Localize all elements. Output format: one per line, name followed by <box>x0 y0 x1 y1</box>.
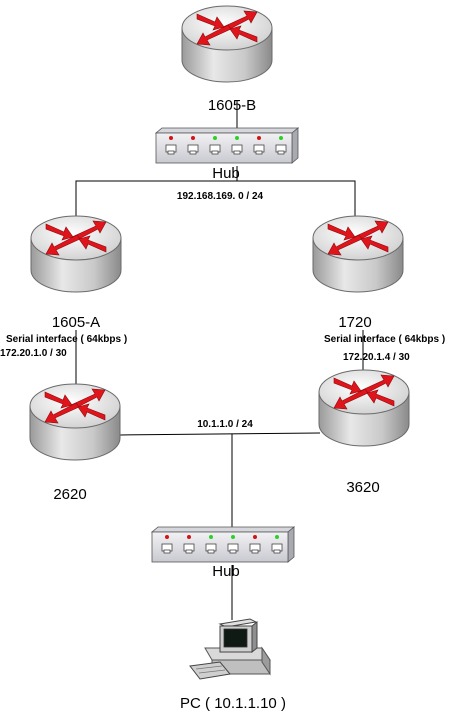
bottom-lan-network-label: 10.1.1.0 / 24 <box>197 419 253 430</box>
bottom-lan-segment <box>119 432 321 436</box>
hub-led <box>213 136 217 140</box>
serial-right-network: 172.20.1.4 / 30 <box>343 352 410 363</box>
router-1605a-label: 1605-A <box>52 314 100 331</box>
hub-icon <box>151 526 295 563</box>
pc-label: PC ( 10.1.1.10 ) <box>180 695 286 712</box>
computer-icon <box>189 618 271 680</box>
hub-top[interactable]: Hub <box>155 127 299 182</box>
hub-led <box>257 136 261 140</box>
hub-led <box>169 136 173 140</box>
top-lan-segment <box>75 180 356 222</box>
links <box>75 100 364 620</box>
router-icon <box>181 5 273 83</box>
hub-top-label: Hub <box>212 165 240 182</box>
router-3620[interactable]: 3620 <box>318 369 410 496</box>
serial-right-title: Serial interface ( 64kbps ) <box>324 334 445 345</box>
router-icon <box>312 215 404 293</box>
hub-icon <box>155 127 299 164</box>
router-1605b-label: 1605-B <box>208 97 256 114</box>
hub-led <box>165 535 169 539</box>
serial-left-title: Serial interface ( 64kbps ) <box>6 334 127 345</box>
hub-bottom[interactable]: Hub <box>151 526 295 580</box>
router-1720-label: 1720 <box>338 314 371 331</box>
router-2620[interactable]: 2620 <box>29 383 121 503</box>
hub-led <box>187 535 191 539</box>
router-1605a[interactable]: 1605-A <box>30 215 122 331</box>
router-2620-label: 2620 <box>53 486 86 503</box>
router-1605b[interactable]: 1605-B <box>181 5 273 114</box>
router-icon <box>318 369 410 447</box>
hub-led <box>235 136 239 140</box>
router-3620-label: 3620 <box>346 479 379 496</box>
router-icon <box>29 383 121 461</box>
hub-led <box>253 535 257 539</box>
router-icon <box>30 215 122 293</box>
hub-led <box>191 136 195 140</box>
hub-led <box>279 136 283 140</box>
router-1720[interactable]: 1720 <box>312 215 404 331</box>
hub-bottom-label: Hub <box>212 563 240 580</box>
hub-led <box>231 535 235 539</box>
pc[interactable]: PC ( 10.1.1.10 ) <box>180 618 286 712</box>
serial-left-network: 172.20.1.0 / 30 <box>0 348 67 359</box>
hub-led <box>209 535 213 539</box>
top-lan-network-label: 192.168.169. 0 / 24 <box>177 191 264 202</box>
hub-led <box>275 535 279 539</box>
